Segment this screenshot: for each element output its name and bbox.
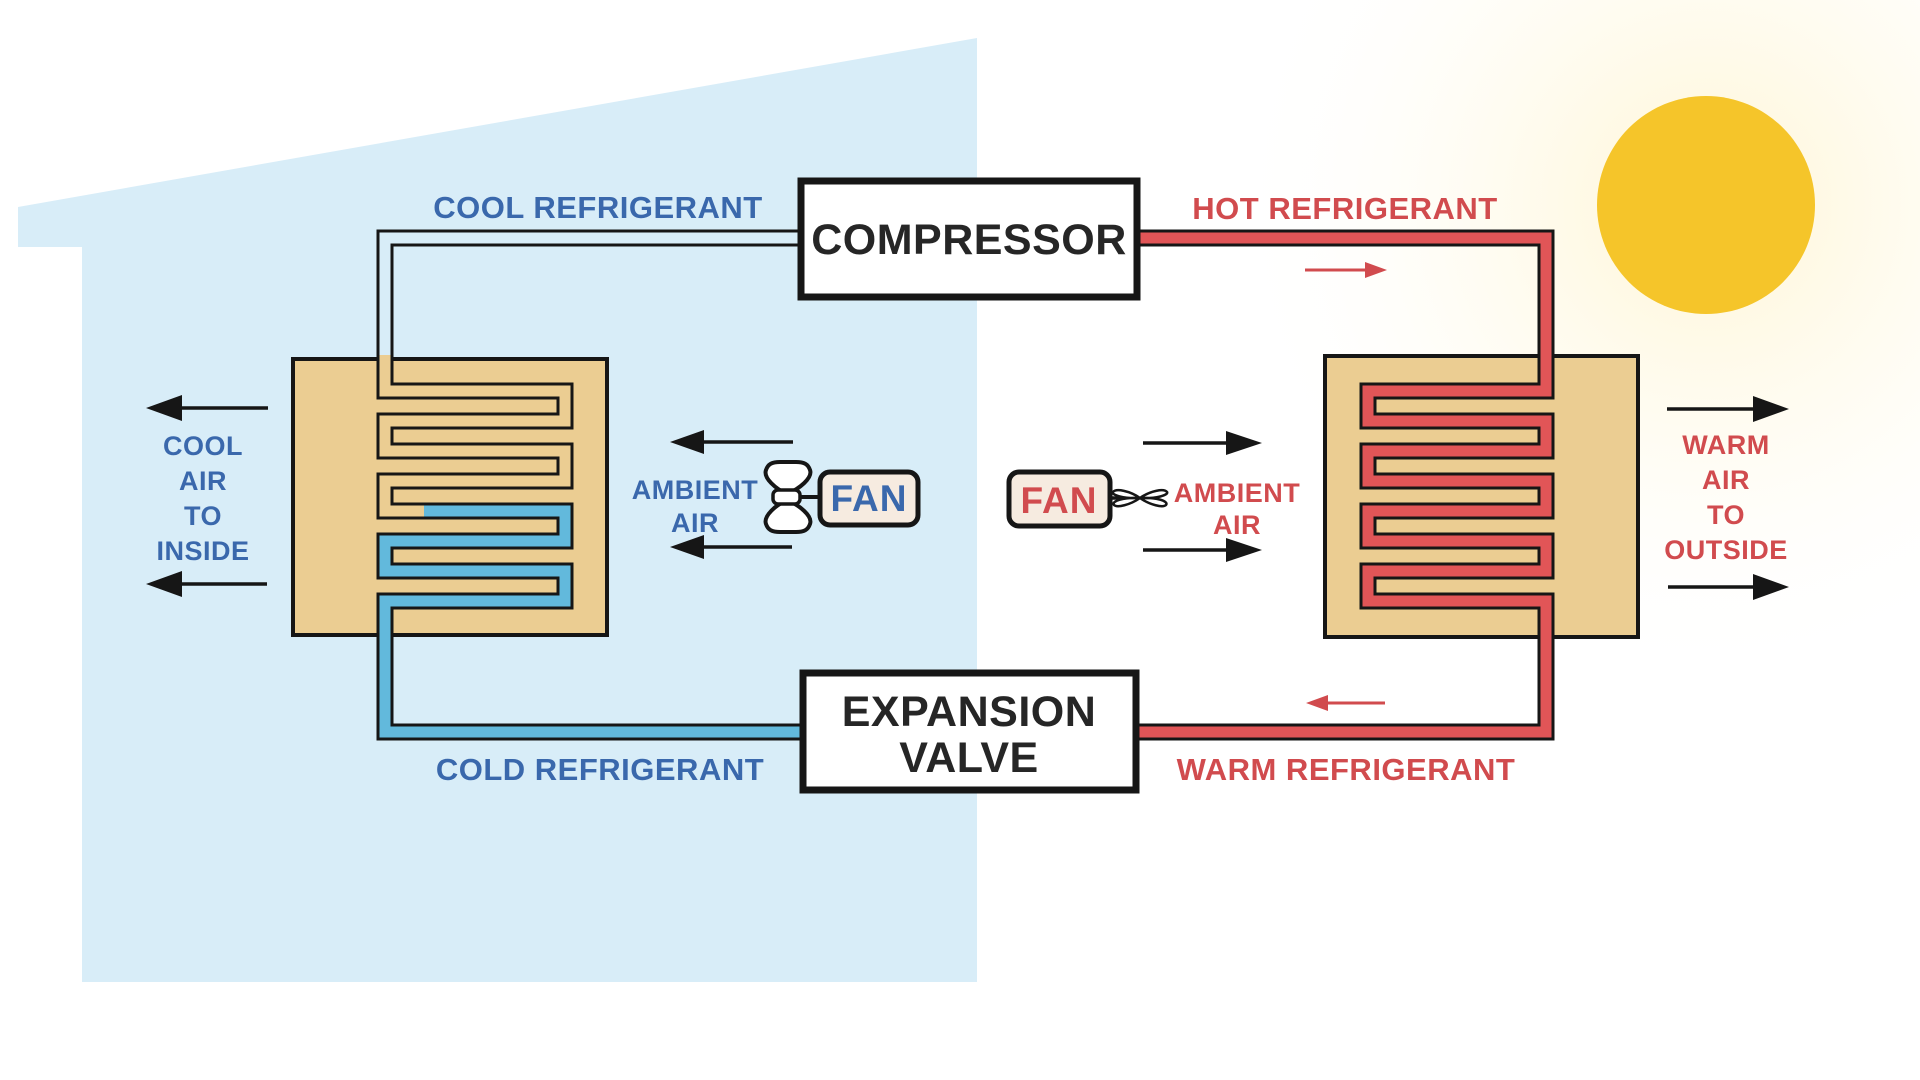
cold-refrigerant-pipe	[379, 505, 808, 738]
ambient-right-line2: AIR	[1213, 510, 1261, 540]
expansion-valve-box	[799, 669, 1140, 794]
hot-refrigerant-pipe	[1130, 232, 1552, 738]
sun-icon	[1597, 96, 1815, 314]
warm-air-line2: AIR	[1702, 465, 1750, 495]
fan-propeller-icon	[1111, 489, 1169, 508]
cool-air-line3: TO	[184, 501, 222, 531]
indoor-fan-box	[817, 469, 921, 528]
ambient-left-line1: AMBIENT	[632, 475, 759, 505]
expansion-valve-label-line1: EXPANSION	[842, 688, 1097, 736]
warm-air-line1: WARM	[1682, 430, 1769, 460]
ambient-right-arrow-top-icon	[1143, 431, 1262, 455]
ambient-right-line1: AMBIENT	[1174, 478, 1301, 508]
hot-flow-arrow-icon	[1305, 262, 1387, 278]
ambient-left-line2: AIR	[671, 508, 719, 538]
cool-air-arrow-top-icon	[146, 395, 268, 421]
cool-refrigerant-label: COOL REFRIGERANT	[433, 190, 763, 225]
warm-air-line4: OUTSIDE	[1664, 535, 1788, 565]
warm-air-text: WARM AIR TO OUTSIDE	[1664, 430, 1788, 565]
outdoor-coil-box	[1323, 354, 1640, 639]
hot-refrigerant-label: HOT REFRIGERANT	[1192, 191, 1497, 226]
compressor: COMPRESSOR	[797, 177, 1141, 301]
cool-air-arrow-bottom-icon	[146, 571, 267, 597]
expansion-valve-label-line2: VALVE	[899, 734, 1038, 782]
indoor-fan-label: FAN	[831, 478, 908, 519]
warm-air-arrow-top-icon	[1667, 396, 1789, 422]
indoor-fan-hub	[771, 488, 802, 506]
cool-air-text: COOL AIR TO INSIDE	[156, 431, 249, 566]
cool-air-line4: INSIDE	[156, 536, 249, 566]
warm-air-line3: TO	[1707, 500, 1745, 530]
compressor-label: COMPRESSOR	[811, 216, 1127, 264]
ambient-left-arrow-top-icon	[670, 430, 793, 454]
cool-refrigerant-pipe	[379, 232, 806, 355]
cold-refrigerant-label: COLD REFRIGERANT	[436, 752, 764, 787]
ambient-right-text: AMBIENT AIR	[1174, 478, 1301, 540]
fan-propeller-icon	[763, 460, 813, 534]
cool-air-line2: AIR	[179, 466, 227, 496]
outdoor-fan-box	[1006, 469, 1113, 529]
compressor-box	[797, 177, 1141, 301]
ambient-left-arrow-bottom-icon	[670, 535, 792, 559]
outdoor-fan: FAN	[1006, 469, 1169, 529]
indoor-coil-box	[291, 357, 609, 637]
warm-refrigerant-label: WARM REFRIGERANT	[1177, 752, 1516, 787]
expansion-valve: EXPANSION VALVE	[799, 669, 1140, 794]
ambient-left-text: AMBIENT AIR	[632, 475, 759, 538]
cool-refrigerant-coil-run	[379, 355, 571, 517]
ambient-right-arrow-bottom-icon	[1143, 538, 1262, 562]
warm-air-arrow-bottom-icon	[1668, 574, 1789, 600]
indoor-fan: FAN	[763, 460, 921, 534]
warm-flow-arrow-icon	[1306, 695, 1385, 711]
cool-air-line1: COOL	[163, 431, 243, 461]
outdoor-fan-label: FAN	[1021, 480, 1098, 521]
